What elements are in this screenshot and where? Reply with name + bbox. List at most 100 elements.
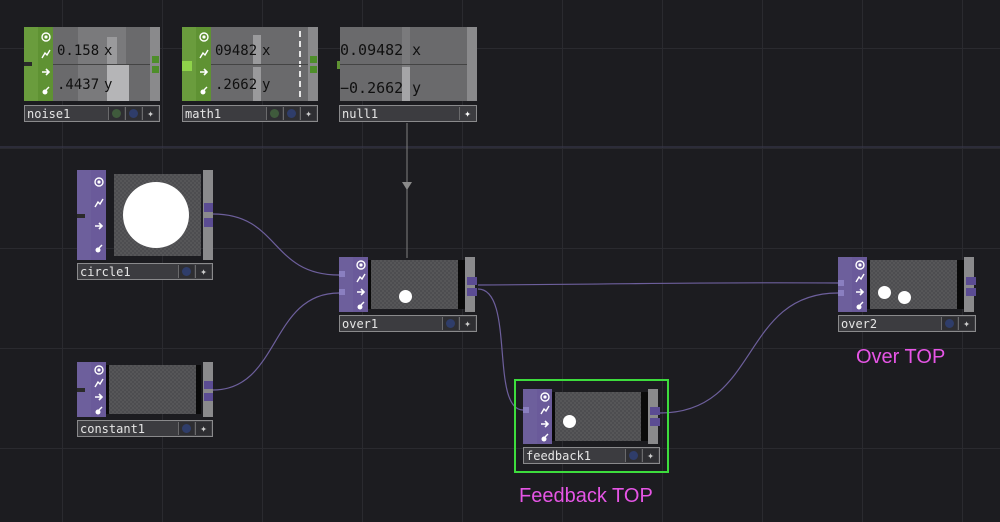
output-connector[interactable] xyxy=(467,277,477,285)
output-connector[interactable] xyxy=(650,407,660,415)
viewer-active-icon[interactable] xyxy=(92,363,105,376)
viewer-active-icon[interactable] xyxy=(197,30,210,43)
letterbox-right xyxy=(458,260,465,309)
node-strip xyxy=(523,389,537,444)
input-connector[interactable] xyxy=(838,280,844,286)
lock-icon[interactable] xyxy=(538,430,551,443)
pin-icon[interactable]: ✦ xyxy=(459,107,475,120)
input-connector[interactable] xyxy=(339,289,345,295)
cook-flag-icon[interactable] xyxy=(853,271,866,284)
cook-flag-icon[interactable] xyxy=(39,47,52,60)
pin-icon[interactable]: ✦ xyxy=(195,265,211,278)
node-label-bar[interactable]: math1 ✦ xyxy=(182,105,318,122)
render-flag-icon[interactable] xyxy=(178,265,194,278)
node-over1[interactable]: over1 ✦ xyxy=(339,257,477,333)
wire-over1-feedback1[interactable] xyxy=(477,288,524,411)
node-flags xyxy=(38,27,53,101)
node-null1[interactable]: 0.09482 x −0.2662 y null1 ✦ xyxy=(337,27,477,123)
input-connector[interactable] xyxy=(339,271,345,277)
output-connector[interactable] xyxy=(152,66,159,73)
viewer-active-icon[interactable] xyxy=(538,390,551,403)
output-connector[interactable] xyxy=(467,288,477,296)
render-flag-icon[interactable] xyxy=(941,317,957,330)
render-flag-icon[interactable] xyxy=(125,107,141,120)
pin-icon[interactable]: ✦ xyxy=(958,317,974,330)
lock-icon[interactable] xyxy=(39,83,52,96)
node-constant1[interactable]: constant1 ✦ xyxy=(77,362,213,438)
node-label-bar[interactable]: over1 ✦ xyxy=(339,315,477,332)
node-over2[interactable]: over2 ✦ xyxy=(838,257,976,333)
node-noise1[interactable]: 0.158 x .4437 y noise1 ✦ xyxy=(24,27,160,123)
output-connector[interactable] xyxy=(310,56,317,63)
input-connector[interactable] xyxy=(24,62,32,66)
cook-flag-icon[interactable] xyxy=(197,47,210,60)
output-connector[interactable] xyxy=(966,277,976,285)
node-label-bar[interactable]: null1 ✦ xyxy=(339,105,477,122)
render-flag-icon[interactable] xyxy=(178,422,194,435)
viewer-active-icon[interactable] xyxy=(92,175,105,188)
render-flag-icon[interactable] xyxy=(625,449,641,462)
render-flag-icon[interactable] xyxy=(283,107,299,120)
input-connector[interactable] xyxy=(77,214,85,218)
bypass-icon[interactable] xyxy=(92,219,105,232)
node-label-bar[interactable]: constant1 ✦ xyxy=(77,420,213,437)
pin-icon[interactable]: ✦ xyxy=(300,107,316,120)
image-viewer xyxy=(867,260,964,309)
input-connector[interactable] xyxy=(182,61,192,71)
cook-flag-icon[interactable] xyxy=(354,271,367,284)
node-label-bar[interactable]: feedback1 ✦ xyxy=(523,447,660,464)
viewer-active-icon[interactable] xyxy=(39,30,52,43)
display-flag-icon[interactable] xyxy=(108,107,124,120)
channel-y-value: .2662 xyxy=(215,77,258,93)
circle-shape xyxy=(123,182,189,248)
bypass-icon[interactable] xyxy=(39,65,52,78)
pin-icon[interactable]: ✦ xyxy=(459,317,475,330)
bypass-icon[interactable] xyxy=(354,285,367,298)
lock-icon[interactable] xyxy=(92,403,105,416)
wire-constant1-over1[interactable] xyxy=(212,292,340,391)
bypass-icon[interactable] xyxy=(853,285,866,298)
node-label-bar[interactable]: noise1 ✦ xyxy=(24,105,160,122)
output-connector[interactable] xyxy=(204,381,213,389)
input-connector[interactable] xyxy=(523,407,529,413)
node-feedback1[interactable]: feedback1 ✦ xyxy=(523,389,660,465)
lock-icon[interactable] xyxy=(853,298,866,311)
output-connector[interactable] xyxy=(204,218,213,227)
render-flag-icon[interactable] xyxy=(442,317,458,330)
node-circle1[interactable]: circle1 ✦ xyxy=(77,170,213,282)
wire-circle1-over1[interactable] xyxy=(212,213,340,276)
input-connector[interactable] xyxy=(337,61,341,69)
pin-icon[interactable]: ✦ xyxy=(195,422,211,435)
output-connector[interactable] xyxy=(310,66,317,73)
output-connector[interactable] xyxy=(204,393,213,401)
channel-x-value: 09482 xyxy=(215,43,258,59)
lock-icon[interactable] xyxy=(197,83,210,96)
cook-flag-icon[interactable] xyxy=(92,196,105,209)
viewer-active-icon[interactable] xyxy=(853,258,866,271)
input-connector[interactable] xyxy=(77,388,85,392)
output-connector[interactable] xyxy=(204,203,213,212)
node-math1[interactable]: 09482 x .2662 y math1 ✦ xyxy=(182,27,318,123)
wire-over1-over2[interactable] xyxy=(477,282,839,286)
pin-icon[interactable]: ✦ xyxy=(142,107,158,120)
bypass-icon[interactable] xyxy=(92,390,105,403)
node-label-bar[interactable]: circle1 ✦ xyxy=(77,263,213,280)
pin-icon[interactable]: ✦ xyxy=(642,449,658,462)
viewer-active-icon[interactable] xyxy=(354,258,367,271)
cook-flag-icon[interactable] xyxy=(538,403,551,416)
cook-flag-icon[interactable] xyxy=(92,376,105,389)
channel-y-name: y xyxy=(412,79,422,97)
bypass-icon[interactable] xyxy=(538,417,551,430)
output-connector[interactable] xyxy=(966,288,976,296)
node-label-bar[interactable]: over2 ✦ xyxy=(838,315,976,332)
lock-icon[interactable] xyxy=(92,241,105,254)
wire-feedback1-over2[interactable] xyxy=(659,292,839,414)
display-flag-icon[interactable] xyxy=(266,107,282,120)
output-connector[interactable] xyxy=(650,418,660,426)
bypass-icon[interactable] xyxy=(197,65,210,78)
output-connector[interactable] xyxy=(152,56,159,63)
lock-icon[interactable] xyxy=(354,298,367,311)
input-connector[interactable] xyxy=(838,290,844,296)
